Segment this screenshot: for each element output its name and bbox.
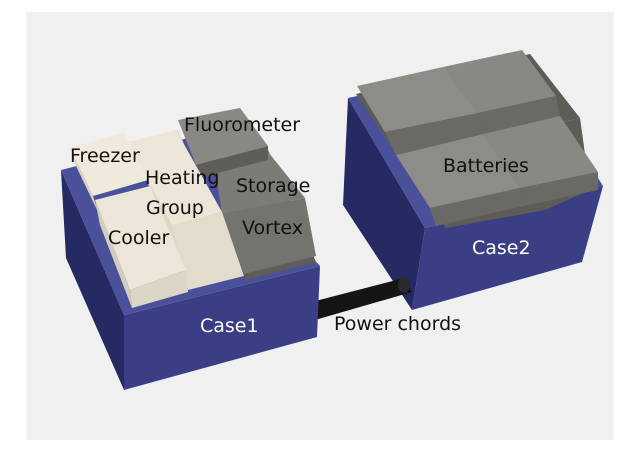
storage-label: Storage [236,175,310,197]
power-chords-label: Power chords [334,313,461,335]
freezer-module-side [70,148,98,212]
heating-group-module [128,130,222,225]
heating-label-line2: Group [146,197,204,219]
fluorometer-module-top [178,108,268,165]
case1-front-face [124,266,320,390]
case1-modules [70,108,316,308]
cooler-module-front [130,270,188,308]
heating-group-front [172,212,244,290]
cooler-module-side [95,200,132,308]
cooler-label: Cooler [108,227,169,249]
fluorometer-module-front [196,146,268,178]
case2-left-face [343,98,425,310]
batteries-module [356,50,598,228]
case2-label: Case2 [472,237,531,259]
case2-front-face [412,186,603,310]
vortex-label: Vortex [242,217,303,239]
power-chord-cable [300,277,412,322]
freezer-module-top [70,132,148,196]
batteries-label: Batteries [443,155,529,177]
labels: Freezer Heating Group Cooler Fluorometer… [70,114,531,337]
heating-label-line1: Heating [145,167,219,189]
fluorometer-label: Fluorometer [184,114,300,136]
vortex-module [222,198,316,274]
freezer-label: Freezer [70,145,140,167]
cooler-module-top [95,186,186,290]
case1-left-face [61,170,124,390]
case1-label: Case1 [200,315,259,337]
